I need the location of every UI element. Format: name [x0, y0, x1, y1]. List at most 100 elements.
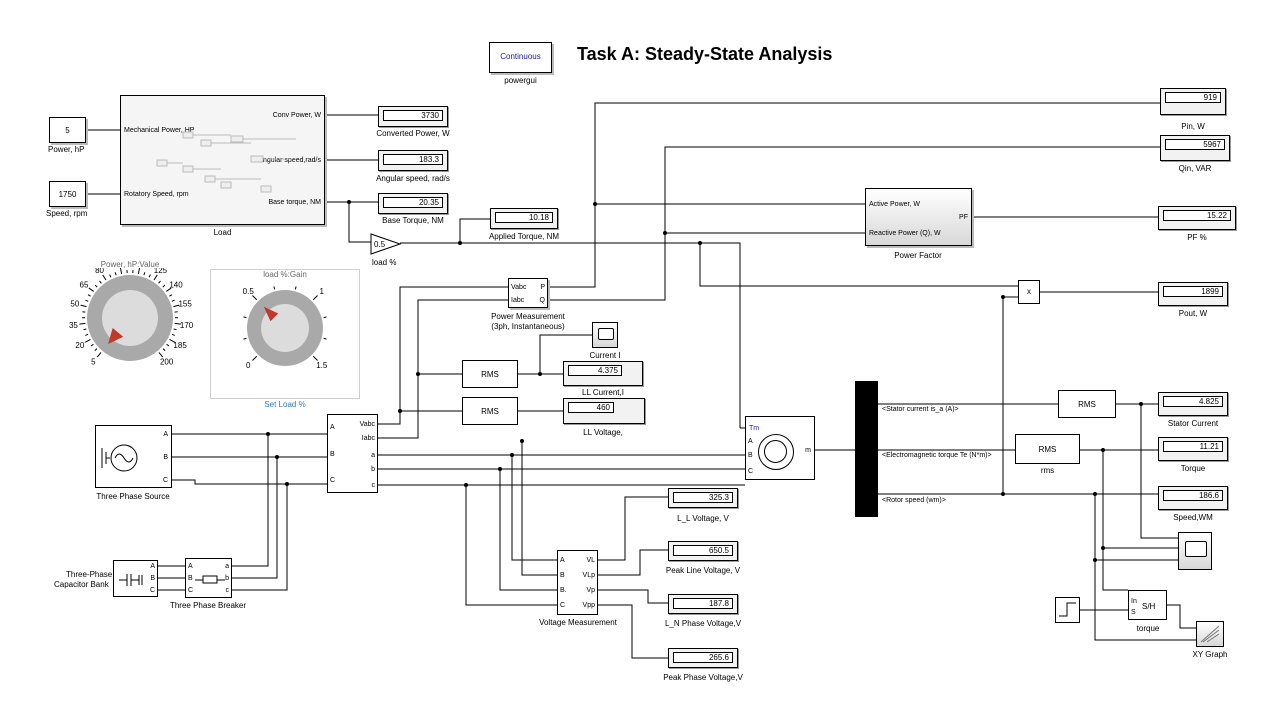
peak-phase-voltage-display: 265.6: [668, 648, 738, 668]
xy-graph-block[interactable]: [1196, 621, 1224, 647]
load-gain-block[interactable]: 0.5: [370, 233, 402, 255]
knob-power-tick-label: 140: [169, 280, 183, 289]
knob-power-tick: [85, 299, 89, 302]
vi-out-a: a: [371, 452, 375, 459]
step-block[interactable]: [1055, 597, 1080, 623]
knob-power-title: Power, hP:Value: [100, 260, 160, 269]
multiply-block[interactable]: x: [1018, 280, 1040, 304]
knob-load-tick: [243, 316, 247, 319]
knob-power-tick: [171, 299, 175, 302]
knob-load-tick-label: 0.5: [243, 287, 255, 296]
motor-in-a: A: [748, 438, 753, 445]
power-constant[interactable]: 5: [49, 117, 86, 143]
bus-signal-torque: <Electromagnetic torque Te (N*m)>: [882, 452, 992, 459]
knob-power-tick: [94, 284, 98, 288]
rms-current-block[interactable]: RMS: [462, 360, 518, 388]
pin-display: 919: [1160, 88, 1226, 115]
load-subsystem[interactable]: Mechanical Power, HP Rotatory Speed, rpm…: [120, 95, 325, 225]
cap-port-a: A: [150, 563, 155, 570]
knob-power-tick: [171, 333, 175, 336]
rms-torque-label: RMS: [1038, 445, 1057, 454]
knob-power-tick: [109, 274, 112, 278]
load-out-torque: Base torque, NM: [268, 199, 321, 206]
induction-motor[interactable]: Tm A B C m: [745, 416, 815, 480]
motor-icon: [758, 434, 794, 470]
knob-load-pointer[interactable]: [263, 306, 279, 322]
power-measurement-caption2: (3ph, Instantaneous): [491, 322, 565, 331]
base-torque-label: Base Torque, NM: [382, 216, 444, 225]
rms-stator-block[interactable]: RMS: [1058, 390, 1116, 418]
pout-label: Pout, W: [1178, 309, 1208, 318]
breaker-in-b: B: [188, 575, 193, 582]
power-factor-block[interactable]: Active Power, W Reactive Power (Q), W PF: [865, 188, 972, 246]
knob-power-tick: [169, 339, 176, 343]
pf-out: PF: [959, 214, 968, 221]
source-port-a: A: [163, 431, 168, 438]
page-title: Task A: Steady-State Analysis: [577, 44, 833, 64]
breaker-out-c: c: [225, 587, 230, 594]
qin-label: Qin, VAR: [1178, 164, 1212, 173]
knob-power-tick: [169, 294, 173, 297]
vm-in-b: B: [560, 572, 565, 579]
pm-in-iabc: Iabc: [511, 297, 525, 304]
knob-power-tick: [174, 322, 181, 325]
knob-load-tick: [252, 295, 258, 301]
pf-value: 15.22: [1163, 210, 1231, 221]
rms-voltage-block[interactable]: RMS: [462, 397, 518, 425]
voltage-measurement[interactable]: A B B. C VL VLp Vp Vpp: [557, 550, 598, 615]
current-scope[interactable]: [592, 322, 618, 348]
ll-voltage-display: 460: [563, 398, 645, 424]
knob-power-tick: [158, 352, 164, 358]
pin-label: Pin, W: [1181, 122, 1205, 131]
peak-line-voltage-label: Peak Line Voltage, V: [665, 566, 741, 575]
sample-hold-block[interactable]: In S S/H: [1128, 590, 1167, 620]
pf-display: 15.22: [1158, 206, 1236, 230]
powergui-block[interactable]: Continuous: [489, 42, 552, 73]
pm-out-q: Q: [539, 297, 545, 304]
peak-phase-voltage-value: 265.6: [673, 652, 733, 663]
motor-in-tm: Tm: [749, 425, 760, 432]
breaker-caption: Three Phase Breaker: [169, 601, 247, 610]
power-measurement-block[interactable]: Vabc Iabc P Q: [508, 278, 548, 308]
speed-constant[interactable]: 1750: [49, 181, 86, 207]
knob-power-tick: [114, 272, 117, 276]
cap-port-b: B: [150, 575, 155, 582]
capacitor-bank[interactable]: A B C: [113, 560, 158, 597]
vm-in-b2: B.: [560, 587, 567, 594]
knob-power[interactable]: 5203550658095110125140155170185200: [30, 268, 230, 388]
knob-load-tick: [243, 337, 247, 340]
pin-value: 919: [1165, 92, 1221, 103]
vi-in-b: B: [330, 451, 335, 458]
torque-label: Torque: [1180, 464, 1206, 473]
three-phase-breaker[interactable]: A B C a b c: [185, 558, 232, 598]
bus-selector[interactable]: [855, 381, 878, 517]
angular-speed-display: 183.3: [378, 150, 448, 171]
speed-wm-value: 186.6: [1163, 490, 1223, 501]
ll-current-value: 4.375: [568, 365, 622, 376]
step-icon: [1059, 602, 1076, 617]
knob-power-tick: [119, 268, 123, 274]
rms-torque-block[interactable]: RMS: [1015, 434, 1080, 464]
knob-power-tick-label: 125: [154, 268, 168, 275]
knob-load-title: load %:Gain: [263, 270, 307, 279]
vi-out-vabc: Vabc: [359, 421, 375, 428]
ll-current-label: LL Current,I: [582, 388, 624, 397]
source-caption: Three Phase Source: [96, 492, 170, 501]
speed-constant-label: Speed, rpm: [46, 209, 88, 218]
xy-graph-caption: XY Graph: [1192, 650, 1228, 659]
knob-power-pointer[interactable]: [108, 327, 124, 345]
applied-torque-label: Applied Torque, NM: [488, 232, 560, 241]
knob-power-tick: [173, 304, 180, 308]
vi-measurement[interactable]: A B C Vabc Iabc a b c: [327, 414, 378, 493]
powergui-label: Continuous: [500, 52, 541, 61]
knob-power-tick: [137, 268, 141, 274]
knob-power-tick-label: 200: [160, 358, 174, 367]
knob-load-tick: [323, 316, 327, 319]
knob-power-tick: [153, 274, 158, 281]
angular-speed-value: 183.3: [383, 154, 443, 165]
breaker-in-a: A: [188, 563, 193, 570]
three-phase-source[interactable]: A B C: [95, 425, 172, 488]
scope-right[interactable]: [1178, 532, 1212, 570]
pm-in-vabc: Vabc: [511, 284, 527, 291]
